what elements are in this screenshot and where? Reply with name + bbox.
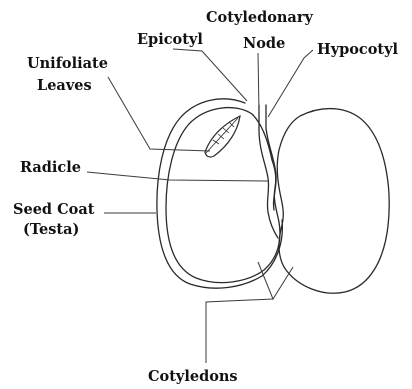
epicotyl-label: Epicotyl	[137, 31, 203, 48]
hypocotyl-leader	[268, 50, 313, 117]
cotyledons-leader	[258, 262, 293, 299]
radicle-label: Radicle	[20, 159, 81, 176]
cotyledonary-node-leader	[258, 53, 259, 112]
unifoliate-leaves-label-line1: Unifoliate	[27, 55, 108, 72]
cotyledons-label: Cotyledons	[148, 368, 238, 385]
hypocotyl-label: Hypocotyl	[317, 41, 399, 58]
cotyledonary-node-label-line2: Node	[243, 35, 285, 52]
seed-coat-label-line1: Seed Coat	[13, 201, 95, 218]
epicotyl-leader	[173, 49, 247, 101]
right-cotyledon	[277, 109, 389, 294]
unifoliate-leaves-label-line2: Leaves	[37, 77, 92, 94]
radicle-leader	[87, 172, 268, 181]
seed-coat-label-line2: (Testa)	[23, 221, 79, 238]
cotyledonary-node-label-line1: Cotyledonary	[206, 9, 313, 26]
cotyledons-stem-leader	[206, 299, 273, 363]
unifoliate-leaves-leader	[108, 77, 210, 151]
